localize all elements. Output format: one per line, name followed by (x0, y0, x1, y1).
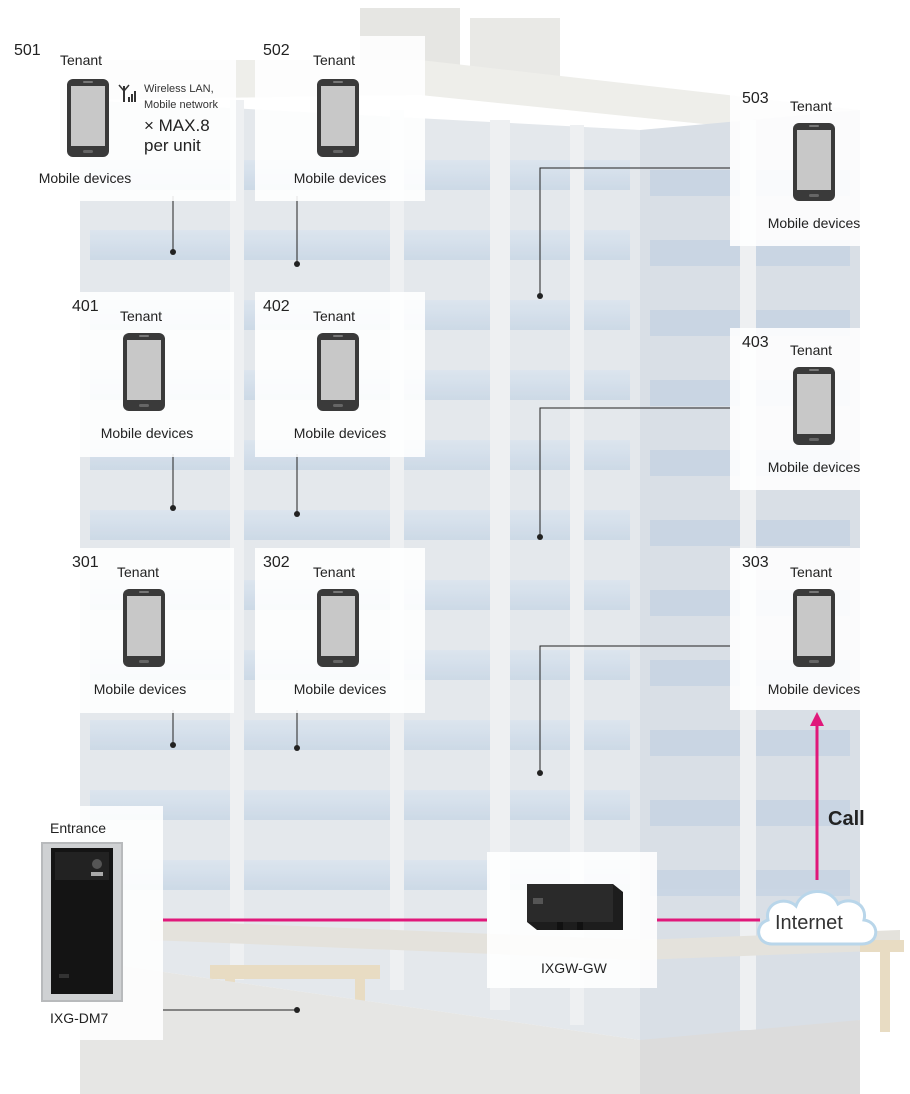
unit-card-402: 402 Tenant Mobile devices (255, 292, 425, 457)
entrance-title: Entrance (50, 820, 107, 836)
unit-number: 502 (263, 42, 290, 59)
unit-number: 401 (72, 298, 99, 315)
gateway-device-icon (517, 878, 627, 940)
mobile-devices-label: Mobile devices (293, 425, 387, 441)
mobile-phone-icon (66, 78, 110, 158)
unit-number: 301 (72, 554, 99, 571)
mobile-phone-icon (316, 78, 360, 158)
door-station-icon (41, 842, 123, 1002)
mobile-phone-icon (122, 588, 166, 668)
entrance-card: Entrance IXG-DM7 (33, 806, 163, 1040)
unit-card-403: 403 Tenant Mobile devices (730, 328, 870, 490)
mobile-phone-icon (122, 332, 166, 412)
unit-card-401: 401 Tenant Mobile devices (60, 292, 234, 457)
mobile-devices-label: Mobile devices (767, 459, 861, 475)
wireless-signal-icon (118, 82, 138, 109)
tenant-label: Tenant (117, 564, 160, 580)
tenant-label: Tenant (313, 308, 356, 324)
unit-card-301: 301 Tenant Mobile devices (60, 548, 234, 713)
mobile-devices-label: Mobile devices (100, 425, 194, 441)
tenant-label: Tenant (120, 308, 163, 324)
gateway-model: IXGW-GW (541, 960, 607, 976)
unit-number: 403 (742, 334, 769, 351)
tenant-label: Tenant (790, 564, 833, 580)
tenant-label: Tenant (313, 52, 356, 68)
max-devices-line1: × MAX.8 (144, 116, 210, 135)
network-type-line2: Mobile network (144, 99, 218, 111)
mobile-phone-icon (792, 366, 836, 446)
max-devices-line2: per unit (144, 136, 201, 155)
device-limit-note: Wireless LAN, Mobile network × MAX.8 per… (118, 80, 228, 180)
mobile-phone-icon (792, 122, 836, 202)
internet-label: Internet (775, 912, 843, 934)
unit-card-303: 303 Tenant Mobile devices (730, 548, 870, 710)
unit-number: 503 (742, 90, 769, 107)
mobile-phone-icon (316, 588, 360, 668)
mobile-phone-icon (792, 588, 836, 668)
unit-number: 402 (263, 298, 290, 315)
unit-card-503: 503 Tenant Mobile devices (730, 84, 870, 246)
entrance-model: IXG-DM7 (50, 1010, 109, 1026)
tenant-label: Tenant (313, 564, 356, 580)
mobile-phone-icon (316, 332, 360, 412)
unit-number: 302 (263, 554, 290, 571)
mobile-devices-label: Mobile devices (293, 170, 387, 186)
tenant-label: Tenant (790, 342, 833, 358)
tenant-label: Tenant (790, 98, 833, 114)
cloud-icon (750, 878, 884, 960)
mobile-devices-label: Mobile devices (38, 170, 132, 186)
tenant-label: Tenant (60, 52, 103, 68)
unit-number: 303 (742, 554, 769, 571)
gateway-card: IXGW-GW (487, 852, 657, 988)
unit-card-501: 501 Tenant Mobile devices (14, 36, 236, 201)
unit-card-502: 502 Tenant Mobile devices (255, 36, 425, 201)
unit-number: 501 (14, 42, 41, 59)
mobile-devices-label: Mobile devices (767, 681, 861, 697)
network-type-line1: Wireless LAN, (144, 83, 214, 95)
mobile-devices-label: Mobile devices (93, 681, 187, 697)
mobile-devices-label: Mobile devices (767, 215, 861, 231)
unit-card-302: 302 Tenant Mobile devices (255, 548, 425, 713)
call-label: Call (828, 808, 865, 830)
mobile-devices-label: Mobile devices (293, 681, 387, 697)
